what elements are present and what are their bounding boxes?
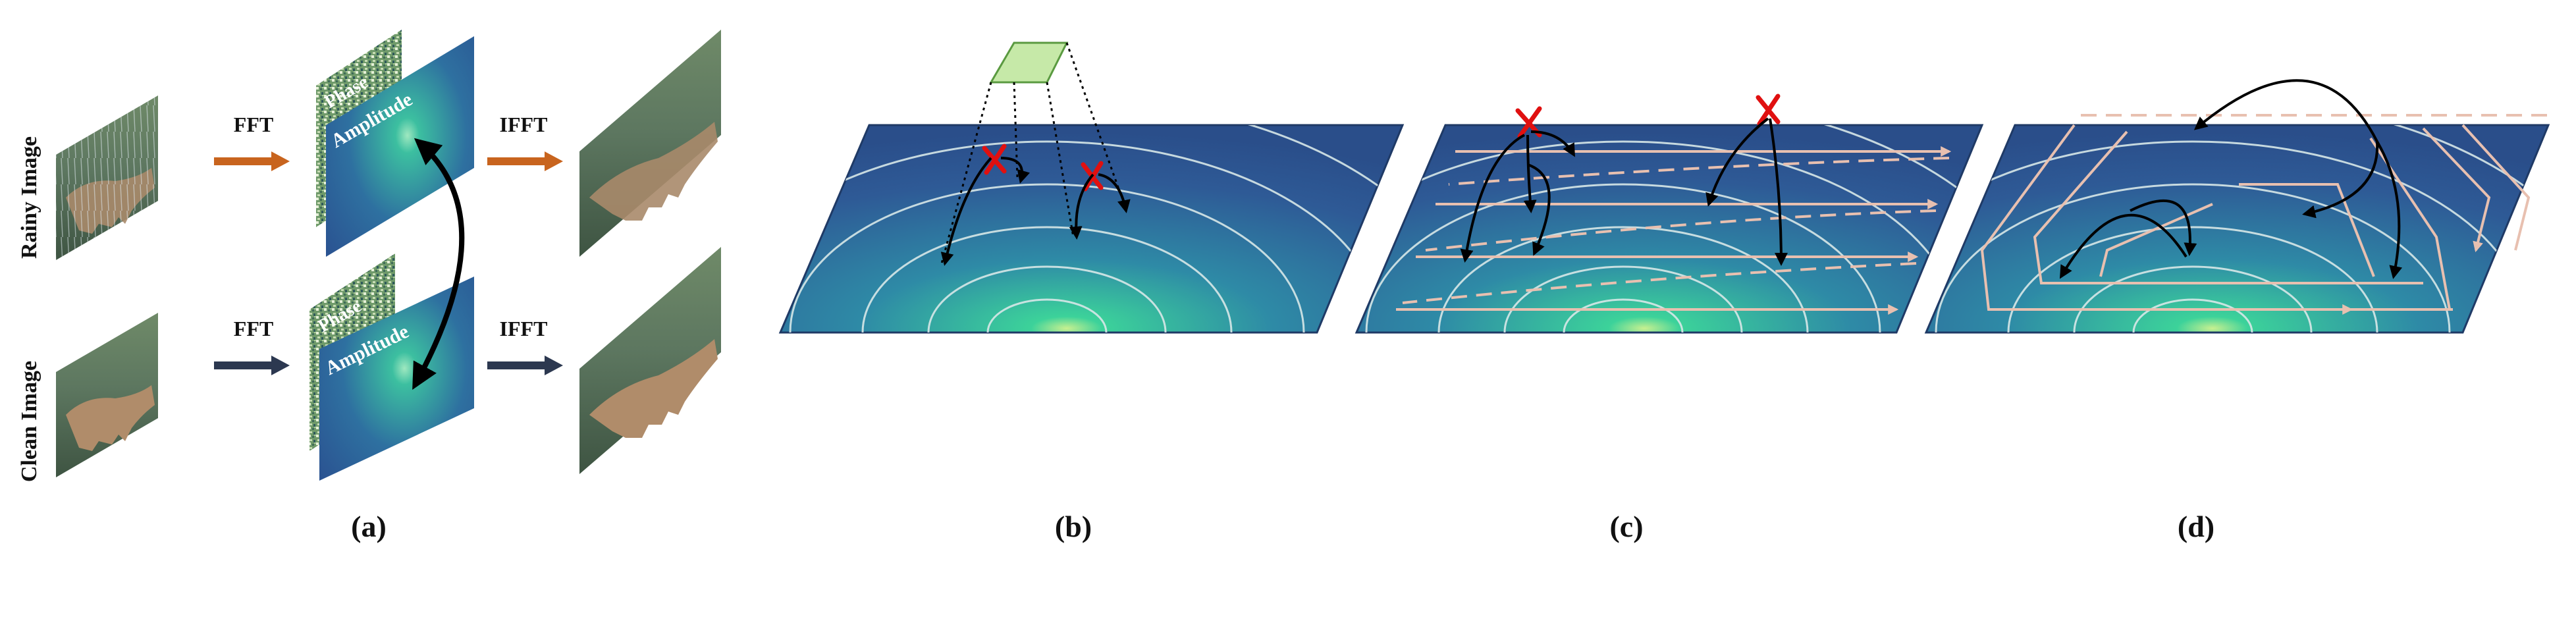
fft-arrow-bottom: FFT: [214, 317, 290, 375]
caption-b: (b): [1055, 510, 1092, 543]
caption-a: (a): [351, 510, 387, 543]
svg-text:FFT: FFT: [234, 113, 273, 136]
rainy-image: [56, 95, 158, 260]
panel-d: (d): [1924, 79, 2550, 543]
output-image-bottom: [579, 247, 721, 474]
clean-image: [56, 313, 158, 477]
panel-c: (c): [1355, 93, 1984, 543]
row-label-rainy: Rainy Image: [17, 136, 41, 259]
frequency-rings-d: [1926, 125, 2548, 333]
panel-b: (b): [778, 41, 1405, 543]
svg-text:IFFT: IFFT: [500, 113, 548, 136]
cross-icon: [1756, 93, 1781, 126]
dependency-arrows-c: [1460, 117, 1788, 266]
svg-text:FFT: FFT: [234, 317, 273, 340]
bear-photo-icon: [66, 385, 155, 451]
frequency-rings-c: [1356, 125, 1982, 333]
amplitude-swap-arrow: [412, 138, 465, 390]
svg-text:IFFT: IFFT: [500, 317, 548, 340]
fft-arrow-top: FFT: [214, 113, 290, 171]
bear-photo-icon: [589, 122, 718, 221]
caption-c: (c): [1609, 510, 1643, 543]
spectrum-top: Phase Amplitude: [316, 30, 474, 257]
row-label-clean: Clean Image: [17, 361, 41, 482]
spectrum-plane-b: [778, 124, 1405, 334]
raster-scan-path: [1396, 146, 1952, 315]
bear-photo-icon: [589, 339, 718, 438]
spectrum-plane-c: [1355, 124, 1984, 334]
panel-a: Rainy Image Clean Image FFT FFT Phase: [17, 30, 721, 543]
caption-d: (d): [2178, 510, 2214, 543]
dependency-arrows-b: [940, 157, 1131, 266]
frequency-rings-b: [780, 125, 1403, 333]
amplitude-map-top: [326, 36, 474, 257]
ifft-arrow-top: IFFT: [487, 113, 563, 171]
ifft-arrow-bottom: IFFT: [487, 317, 563, 375]
dependency-arrows-d: [2059, 79, 2403, 279]
cross-icon: [982, 144, 1007, 175]
spectrum-bottom: Phase Amplitude: [309, 253, 474, 481]
spectrum-plane-d: [1924, 124, 2550, 334]
window-icon: [989, 41, 1069, 84]
output-image-top: [579, 30, 721, 257]
spiral-scan-path: [1980, 114, 2548, 315]
